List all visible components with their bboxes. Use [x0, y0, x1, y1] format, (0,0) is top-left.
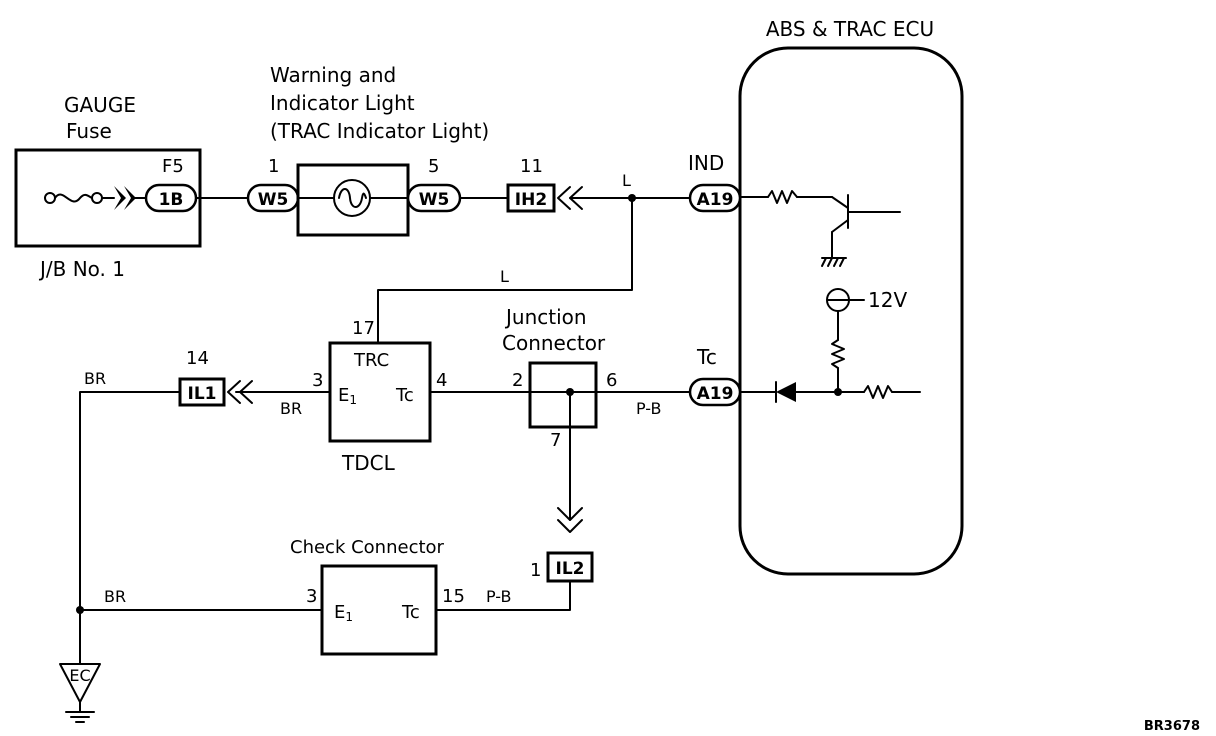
tdcl-pin-top: 17: [352, 318, 375, 339]
svg-text:W5: W5: [258, 190, 289, 210]
tc-input-circuit: 12V: [739, 288, 921, 403]
svg-text:W5: W5: [419, 190, 450, 210]
ecu-ind-label: IND: [688, 151, 724, 175]
light-title-line1: Warning and: [270, 63, 396, 87]
a19-ind-connector: [688, 183, 742, 213]
junction-title-line1: Junction: [504, 305, 587, 329]
wire-label-pb-check: P-B: [486, 587, 511, 606]
jb-label: J/B No. 1: [38, 257, 125, 281]
il1-connector: [178, 377, 226, 407]
light-title-line3: (TRAC Indicator Light): [270, 119, 489, 143]
indicator-light-box: [296, 163, 410, 237]
ecu-title: ABS & TRAC ECU: [766, 17, 934, 41]
il2-pin: 1: [530, 560, 541, 581]
voltage-label: 12V: [868, 288, 907, 312]
check-pin-left: 3: [306, 586, 317, 607]
il2-connector-group: 1 IL2: [530, 551, 594, 583]
wire-br-ground: [79, 391, 181, 665]
tdcl-connector: 17 TRC E1 Tc 3 4 TDCL: [312, 318, 447, 475]
tdcl-name: TDCL: [341, 451, 396, 475]
junction-title-line2: Connector: [502, 331, 606, 355]
a19-tc-connector: [688, 377, 742, 407]
pullup-resistor: [831, 339, 845, 369]
light-title-line2: Indicator Light: [270, 91, 415, 115]
junction-pin-left: 2: [512, 370, 523, 391]
ind-transistor-circuit: [739, 190, 901, 267]
wire-l-to-tdcl: [377, 197, 633, 344]
svg-text:A19: A19: [697, 384, 734, 404]
ih2-chevron-icon: [557, 186, 571, 210]
check-e1-label: E1: [334, 602, 353, 624]
check-connector-title: Check Connector: [290, 537, 445, 558]
diode-symbol: [776, 382, 796, 402]
check-tc-label: Tc: [401, 602, 420, 623]
light-pin-right: 5: [428, 156, 439, 177]
wire-label-l-top: L: [622, 171, 631, 190]
gauge-fuse-block: GAUGE Fuse F5 1B J/B No. 1: [14, 93, 202, 281]
ih2-connector-group: 11 IH2 L A19: [506, 156, 742, 213]
wire-label-br-left: BR: [84, 369, 106, 388]
svg-text:A19: A19: [697, 190, 734, 210]
wire-label-pb-ecu: P-B: [636, 399, 661, 418]
connector-arrow-icon: [114, 186, 126, 210]
il1-connector-group: 14 IL1: [178, 348, 253, 407]
trac-indicator-light: Warning and Indicator Light (TRAC Indica…: [195, 63, 509, 237]
il1-pin: 14: [186, 348, 209, 369]
tdcl-trc-label: TRC: [353, 350, 389, 371]
check-pin-right: 15: [442, 586, 465, 607]
wire-label-l-mid: L: [500, 267, 509, 286]
wire-label-br-right: BR: [280, 399, 302, 418]
ih2-connector: [506, 183, 556, 213]
junction-pin-right: 6: [606, 370, 617, 391]
ih2-code: IH2: [515, 190, 547, 210]
tdcl-pin-right: 4: [436, 370, 447, 391]
il2-code: IL2: [556, 559, 585, 579]
fuse-icon: [54, 193, 93, 203]
diagram-reference-code: BR3678: [1144, 719, 1200, 734]
il1-code: IL1: [188, 384, 217, 404]
fuse-code: F5: [162, 156, 184, 177]
ecu-box: [738, 46, 964, 576]
il1-chevron-icon: [227, 380, 241, 404]
junction-pin-bottom: 7: [550, 430, 561, 451]
abs-trac-ecu: ABS & TRAC ECU IND Tc 12V: [688, 17, 964, 576]
check-connector: Check Connector E1 Tc 3 15: [290, 537, 465, 656]
fuse-name-line2: Fuse: [66, 119, 112, 143]
light-pin-left: 1: [268, 156, 279, 177]
wire-label-br-check: BR: [104, 587, 126, 606]
il2-chevron-icon: [557, 507, 583, 521]
fuse-connector-code: 1B: [159, 190, 184, 210]
wire-pb-check: [435, 580, 571, 611]
tdcl-tc-label: Tc: [395, 385, 414, 406]
ecu-tc-label: Tc: [696, 345, 717, 369]
junction-box: [528, 361, 598, 429]
ground-point-ec: EC: [59, 663, 101, 723]
tdcl-e1-label: E1: [338, 385, 357, 407]
ground-triangle-icon: [59, 663, 101, 703]
ind-resistor: [767, 190, 798, 204]
tdcl-pin-left: 3: [312, 370, 323, 391]
junction-connector: Junction Connector 2 6 7: [502, 305, 617, 533]
ih2-pin: 11: [520, 156, 543, 177]
tc-resistor: [863, 385, 893, 399]
ground-code: EC: [69, 666, 90, 685]
fuse-name-line1: GAUGE: [64, 93, 136, 117]
